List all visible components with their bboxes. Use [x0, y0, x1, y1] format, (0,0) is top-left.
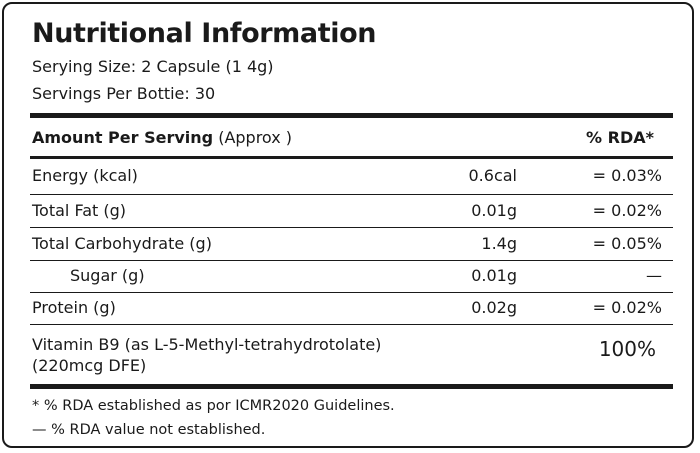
nutrient-name: Energy (kcal) [32, 166, 138, 185]
nutrient-row: Total Carbohydrate (g) 1.4g = 0.05% [32, 228, 662, 258]
nutrient-rda: = 0.05% [592, 234, 662, 253]
header-approx-text: (Approx ) [213, 128, 293, 147]
nutrient-amount: 0.6cal [468, 166, 518, 185]
nutrient-row: Energy (kcal) 0.6cal = 0.03% [32, 160, 662, 190]
nutrient-name: Protein (g) [32, 298, 116, 317]
footnote-not-established: — % RDA value not established. [32, 422, 266, 438]
serving-size: Serying Size: 2 Capsule (1 4g) [32, 57, 274, 76]
servings-per-bottle: Servings Per Bottie: 30 [32, 84, 216, 103]
row-divider [30, 194, 673, 195]
rda-header: % RDA* [586, 128, 654, 147]
nutrient-row: Protein (g) 0.02g = 0.02% [32, 292, 662, 322]
label-title: Nutritional Information [32, 18, 377, 49]
vitamin-b9-line1: Vitamin B9 (as L-5-Methyl-tetrahydrotola… [32, 335, 382, 354]
row-divider [30, 292, 673, 293]
nutrient-name: Total Carbohydrate (g) [32, 234, 212, 253]
vitamin-b9-line2: (220mcg DFE) [32, 356, 147, 375]
nutrient-name: Sugar (g) [70, 266, 145, 285]
footnote-rda: * % RDA established as por ICMR2020 Guid… [32, 398, 395, 414]
nutrient-amount: 0.01g [471, 266, 517, 285]
vitamin-b9-name: Vitamin B9 (as L-5-Methyl-tetrahydrotola… [32, 334, 381, 376]
header-bold-text: Amount Per Serving [32, 128, 214, 147]
row-divider [30, 227, 673, 228]
vitamin-b9-rda: 100% [598, 337, 656, 361]
divider-header [30, 156, 673, 159]
row-divider [30, 260, 673, 261]
nutrient-amount: 0.02g [471, 298, 517, 317]
nutrient-rda: = 0.02% [592, 298, 662, 317]
divider-bottom [30, 384, 673, 389]
nutrient-rda: = 0.02% [592, 201, 662, 220]
nutrition-label: Nutritional Information Serying Size: 2 … [2, 2, 694, 448]
row-divider [30, 324, 673, 325]
divider-thick [30, 113, 673, 118]
nutrient-amount: 0.01g [471, 201, 517, 220]
nutrient-amount: 1.4g [481, 234, 517, 253]
nutrient-rda: — [646, 266, 662, 285]
nutrient-row: Sugar (g) 0.01g — [32, 260, 662, 290]
nutrient-row: Total Fat (g) 0.01g = 0.02% [32, 195, 662, 225]
nutrient-rda: = 0.03% [592, 166, 662, 185]
amount-per-serving-header: Amount Per Serving (Approx ) [32, 128, 292, 147]
nutrient-name: Total Fat (g) [32, 201, 126, 220]
